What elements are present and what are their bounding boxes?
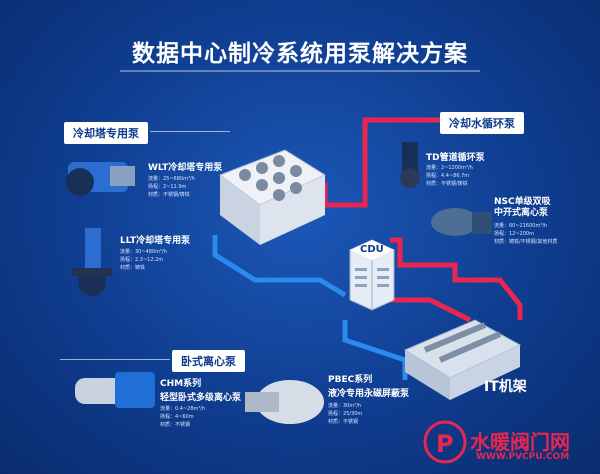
tag-connector	[150, 131, 230, 132]
td-specs: 流量：2~1200m³/h 扬程：4.4~86.7m 材质：不锈钢/铸铁	[426, 164, 473, 188]
llt-name: LLT冷却塔专用泵	[120, 236, 191, 246]
chm-specs: 流量：0.4~28m³/h 扬程：4~60m 材质：不锈钢	[160, 405, 205, 429]
spec-material: 材质：不锈钢/铸铁	[426, 181, 468, 187]
llt-specs: 流量：30~480m³/h 扬程：2.3~12.2m 材质：铸铁	[120, 248, 167, 272]
wlt-specs: 流量：25~680m³/h 扬程：2~11.9m 材质：不锈钢/铸铁	[148, 175, 195, 199]
red-pipe-cdu	[390, 237, 523, 320]
section-tag-horizontal: 卧式离心泵	[172, 350, 245, 372]
td-name: TD管道循环泵	[426, 153, 485, 163]
watermark-brand: 水暖阀门网	[470, 430, 570, 454]
watermark-logo: P	[423, 420, 467, 464]
spec-material: 材质：不锈钢	[160, 422, 191, 428]
td-pump-image	[400, 142, 420, 188]
cdu-label: CDU	[360, 244, 384, 255]
it-rack-label: IT机架	[484, 379, 527, 395]
wlt-pump-image	[66, 162, 135, 196]
cooling-tower-unit	[218, 149, 327, 245]
chm-pump-image	[75, 372, 155, 408]
spec-flow: 流量：25~680m³/h	[148, 176, 195, 182]
spec-head: 扬程：4.4~86.7m	[426, 173, 470, 179]
tag-connector	[60, 359, 170, 360]
nsc-pump-image	[431, 208, 492, 236]
section-tag-cooling-tower: 冷却塔专用泵	[64, 122, 148, 144]
spec-head: 扬程：4~60m	[160, 414, 194, 420]
nsc-name-2: 中开式离心泵	[494, 208, 549, 218]
blue-pipe-tower	[212, 235, 347, 298]
spec-flow: 流量：30m³/h	[328, 403, 362, 409]
spec-material: 材质：不锈钢/铸铁	[148, 192, 190, 198]
it-rack-unit	[403, 319, 522, 400]
spec-flow: 流量：0.4~28m³/h	[160, 406, 206, 412]
watermark-url: WWW.PVCPU.COM	[476, 452, 570, 462]
chm-name-2: 轻型卧式多级离心泵	[160, 393, 242, 403]
llt-pump-image	[72, 228, 112, 296]
pbec-specs: 流量：30m³/h 扬程：25/30m 材质：不锈钢	[328, 402, 362, 426]
pbec-name-2: 液冷专用永磁屏蔽泵	[328, 389, 410, 399]
nsc-specs: 流量：60~21600m³/h 扬程：12~200m 材质：铸铁/不锈钢/其他材…	[494, 222, 557, 246]
spec-flow: 流量：2~1200m³/h	[426, 165, 473, 171]
spec-head: 扬程：12~200m	[494, 231, 534, 237]
spec-head: 扬程：2.3~12.2m	[120, 257, 164, 263]
page-title: 数据中心制冷系统用泵解决方案	[132, 41, 468, 67]
wlt-name: WLT冷却塔专用泵	[148, 163, 223, 173]
section-tag-cooling-water: 冷却水循环泵	[440, 112, 524, 134]
spec-flow: 流量：30~480m³/h	[120, 249, 167, 255]
chm-name-1: CHM系列	[160, 379, 202, 389]
nsc-name-1: NSC单级双吸	[494, 197, 551, 207]
svg-text:P: P	[436, 430, 454, 458]
spec-material: 材质：铸铁/不锈钢/其他材质	[494, 239, 558, 245]
cdu-unit	[349, 239, 395, 311]
spec-material: 材质：不锈钢	[328, 419, 359, 425]
spec-flow: 流量：60~21600m³/h	[494, 223, 548, 229]
spec-head: 扬程：2~11.9m	[148, 184, 187, 190]
blue-pipe-cdu	[342, 320, 408, 380]
red-pipe-rack	[390, 297, 472, 323]
pbec-name-1: PBEC系列	[328, 375, 373, 385]
pbec-pump-image	[245, 380, 324, 424]
spec-head: 扬程：25/30m	[328, 411, 363, 417]
title-underline	[120, 70, 480, 72]
spec-material: 材质：铸铁	[120, 265, 146, 271]
